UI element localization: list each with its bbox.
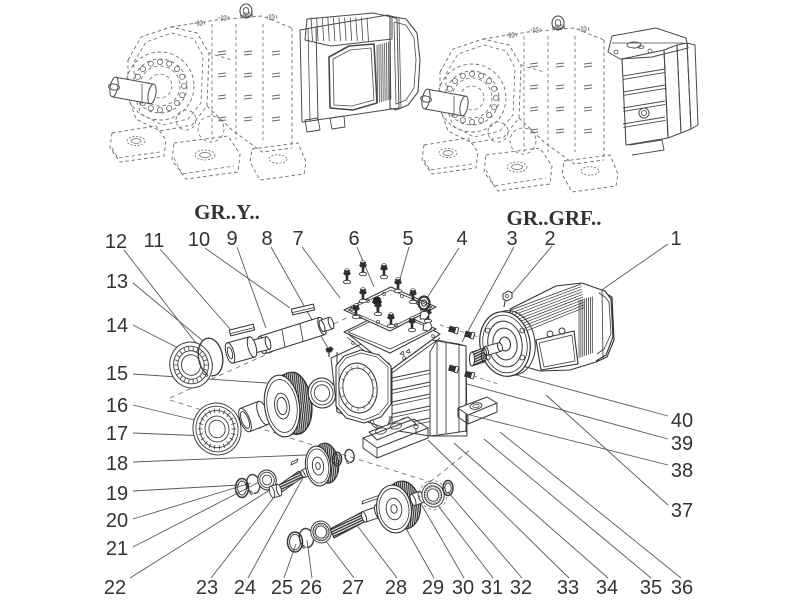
svg-text:39: 39 bbox=[671, 433, 693, 455]
svg-text:10: 10 bbox=[188, 229, 210, 251]
svg-text:29: 29 bbox=[422, 577, 444, 599]
svg-text:21: 21 bbox=[106, 538, 128, 560]
svg-text:7: 7 bbox=[292, 228, 303, 250]
svg-text:30: 30 bbox=[452, 577, 474, 599]
svg-text:25: 25 bbox=[271, 577, 293, 599]
svg-text:12: 12 bbox=[105, 231, 127, 253]
svg-text:22: 22 bbox=[104, 577, 126, 599]
svg-text:11: 11 bbox=[144, 230, 165, 252]
svg-text:28: 28 bbox=[385, 577, 407, 599]
svg-text:38: 38 bbox=[671, 460, 693, 482]
svg-text:8: 8 bbox=[261, 228, 272, 250]
svg-text:15: 15 bbox=[106, 363, 128, 385]
svg-text:36: 36 bbox=[671, 577, 693, 599]
svg-text:40: 40 bbox=[671, 410, 693, 432]
svg-text:26: 26 bbox=[300, 577, 322, 599]
svg-text:35: 35 bbox=[640, 577, 662, 599]
svg-text:5: 5 bbox=[402, 228, 413, 250]
svg-text:2: 2 bbox=[544, 228, 555, 250]
svg-text:17: 17 bbox=[106, 423, 128, 445]
svg-text:37: 37 bbox=[671, 500, 693, 522]
svg-text:9: 9 bbox=[226, 228, 237, 250]
svg-text:14: 14 bbox=[106, 315, 128, 337]
svg-text:1: 1 bbox=[670, 228, 681, 250]
svg-text:13: 13 bbox=[106, 271, 128, 293]
svg-text:33: 33 bbox=[557, 577, 579, 599]
svg-text:23: 23 bbox=[196, 577, 218, 599]
svg-text:4: 4 bbox=[456, 228, 467, 250]
svg-text:GR..Y..: GR..Y.. bbox=[194, 200, 260, 224]
svg-text:GR..GRF..: GR..GRF.. bbox=[507, 206, 602, 230]
svg-text:32: 32 bbox=[510, 577, 532, 599]
svg-text:16: 16 bbox=[106, 395, 128, 417]
svg-text:27: 27 bbox=[342, 577, 364, 599]
svg-text:34: 34 bbox=[596, 577, 618, 599]
svg-text:18: 18 bbox=[106, 453, 128, 475]
svg-text:3: 3 bbox=[506, 228, 517, 250]
svg-text:19: 19 bbox=[106, 483, 128, 505]
svg-text:6: 6 bbox=[348, 228, 359, 250]
svg-text:24: 24 bbox=[234, 577, 256, 599]
svg-text:20: 20 bbox=[106, 510, 128, 532]
svg-text:31: 31 bbox=[481, 577, 503, 599]
